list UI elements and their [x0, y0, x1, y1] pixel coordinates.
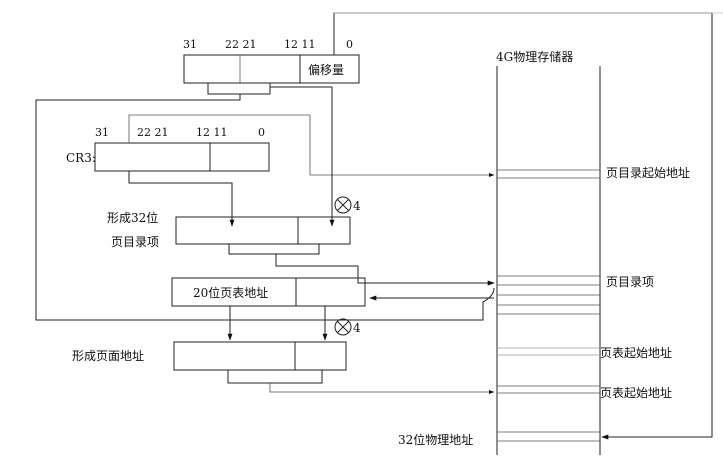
pt-addr-label: 20位页表地址 — [193, 285, 268, 300]
cr3-register: CR3: 31 22 21 12 11 0 — [66, 126, 270, 172]
cr3-bit-12-11: 12 11 — [196, 126, 228, 139]
memory-label-dir-start: 页目录起始地址 — [606, 166, 690, 180]
pt-addr-box — [171, 277, 366, 307]
times-four-2: 4 — [353, 321, 361, 335]
physical-memory: 4G物理存储器 页目录起始地址 页目录项 页表起始地址 页表起始地址 32位物理… — [398, 49, 690, 455]
memory-title: 4G物理存储器 — [496, 49, 573, 64]
page-address-block: 形成页面地址 — [72, 341, 347, 371]
multiply-four-2: 4 — [334, 318, 361, 336]
cr3-box — [94, 142, 270, 172]
vaddr-bit-0: 0 — [346, 38, 353, 51]
connectors — [35, 12, 723, 440]
page-table-address-block: 20位页表地址 — [171, 277, 366, 307]
multiply-four-1: 4 — [334, 196, 361, 214]
cr3-bit-22-21: 22 21 — [137, 126, 169, 139]
vaddr-bit-12-11: 12 11 — [284, 38, 316, 51]
form32-line1: 形成32位 — [107, 210, 158, 225]
offset-label: 偏移量 — [308, 62, 344, 77]
memory-label-pt-start-2: 页表起始地址 — [600, 386, 672, 400]
page-addr-label: 形成页面地址 — [72, 349, 144, 363]
cr3-bit-31: 31 — [95, 126, 109, 139]
cr3-label: CR3: — [66, 151, 96, 165]
form32-line2: 页目录项 — [111, 235, 159, 249]
memory-label-pt-start-1: 页表起始地址 — [600, 346, 672, 360]
memory-label-phys-addr: 32位物理地址 — [398, 432, 473, 447]
vaddr-box — [183, 54, 360, 84]
page-addr-box — [173, 341, 347, 371]
times-four-1: 4 — [353, 199, 361, 213]
vaddr-bit-31: 31 — [183, 38, 197, 51]
memory-label-dir-entry: 页目录项 — [606, 275, 654, 289]
directory-entry-block: 形成32位 页目录项 — [107, 210, 351, 249]
cr3-bit-0: 0 — [258, 126, 265, 139]
form32-box — [175, 216, 351, 245]
vaddr-bit-22-21: 22 21 — [225, 38, 257, 51]
linear-address-register: 31 22 21 12 11 0 偏移量 — [183, 38, 360, 84]
